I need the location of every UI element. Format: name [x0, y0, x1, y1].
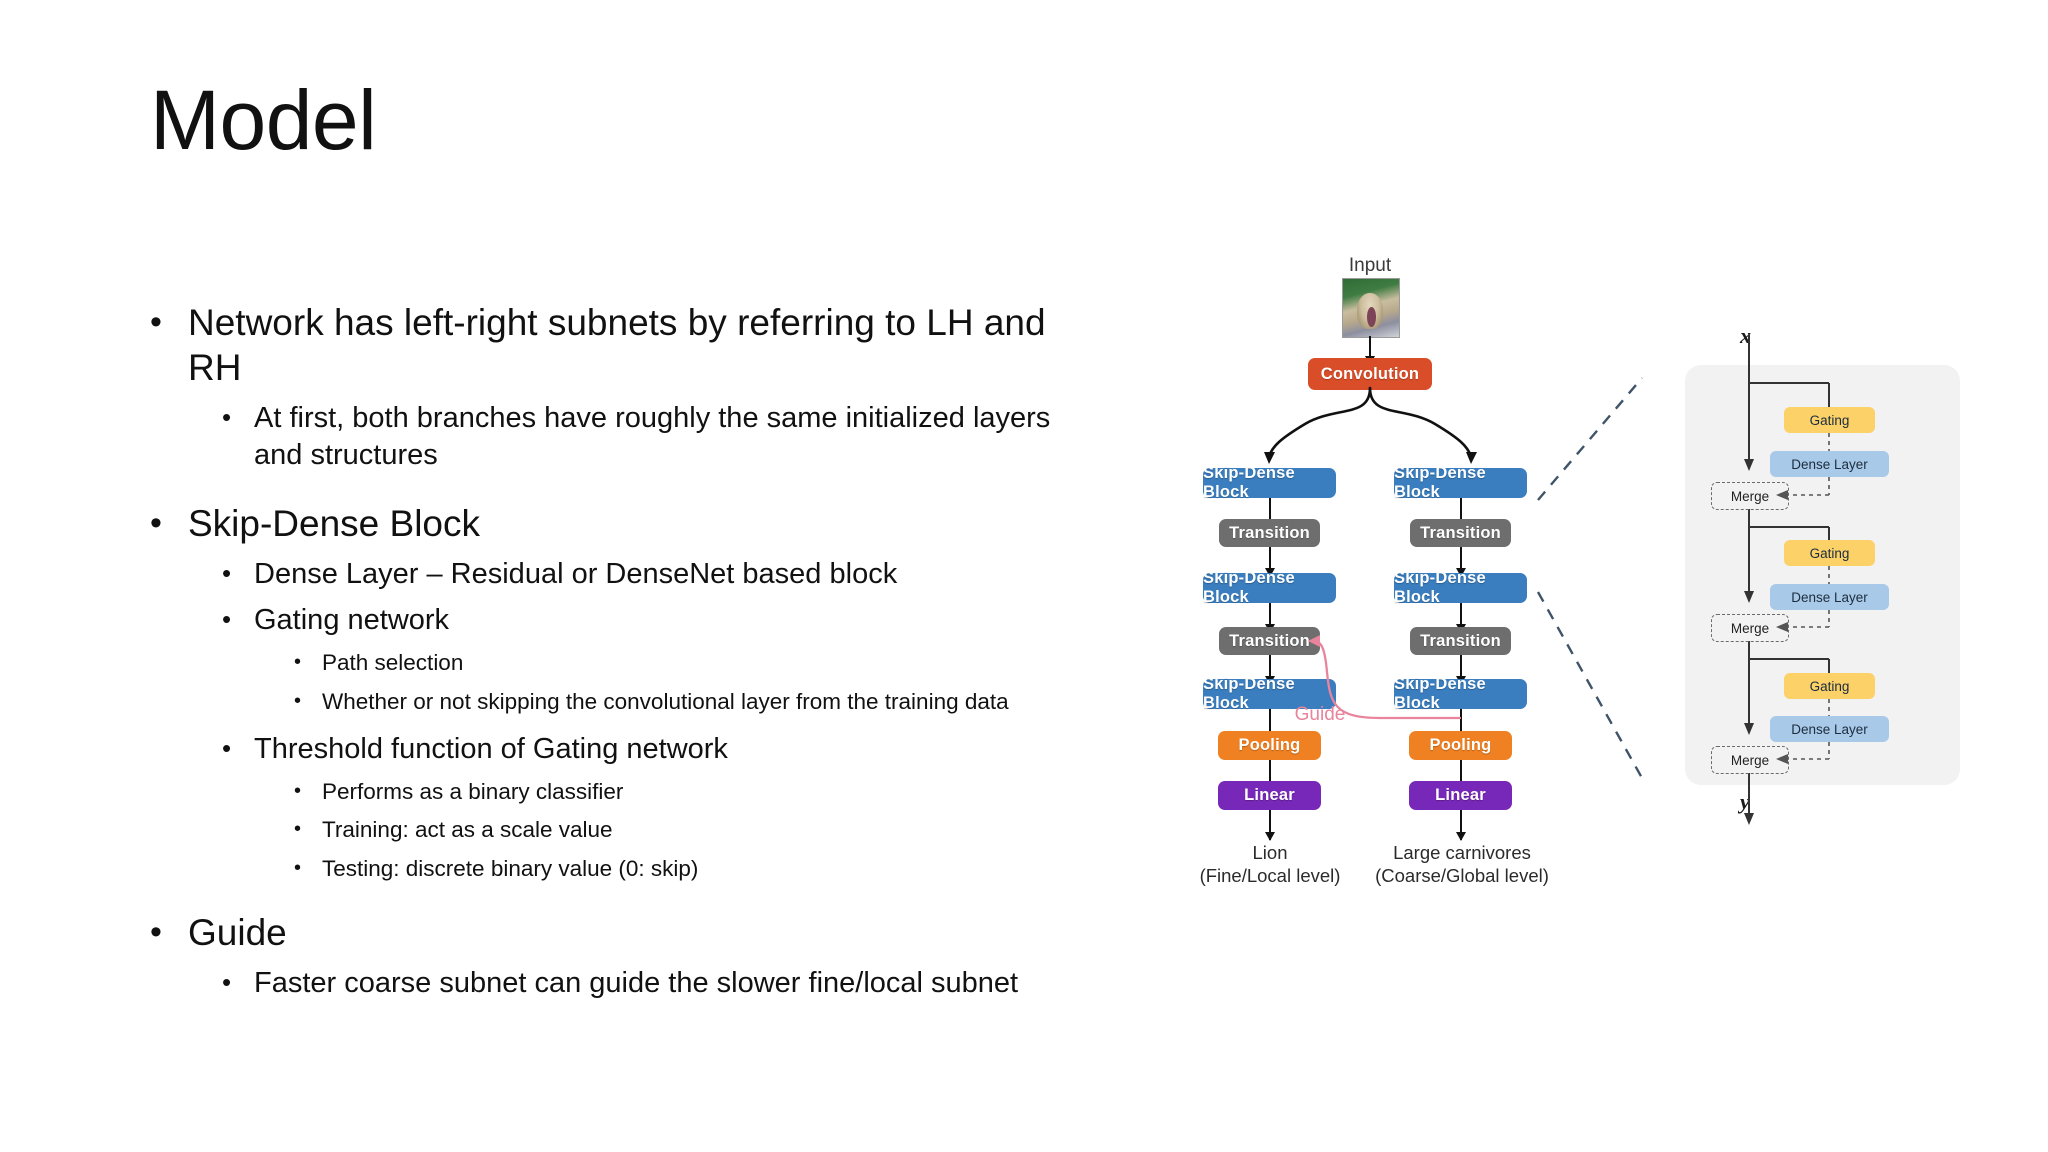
inset-input-variable: x [1740, 323, 1751, 348]
inset-merge-1: Merge [1711, 482, 1789, 510]
skip-dense-block-detail-inset: x y Gating D [1685, 323, 1960, 825]
page-title: Model [150, 73, 377, 167]
list-item: • Path selection [150, 648, 1080, 677]
list-item: • Performs as a binary classifier [150, 777, 1080, 806]
list-item: • Gating network [150, 602, 1080, 638]
input-label: Input [1348, 255, 1392, 276]
node-right-pooling: Pooling [1409, 731, 1512, 760]
node-left-pooling: Pooling [1218, 731, 1321, 760]
node-right-skip-dense-block-3: Skip-Dense Block [1394, 675, 1527, 712]
list-item: • Threshold function of Gating network [150, 731, 1080, 767]
list-item-label: Faster coarse subnet can guide the slowe… [254, 967, 1019, 999]
list-item: • Guide [150, 910, 1080, 955]
bullet-marker-icon: • [294, 818, 302, 841]
node-convolution: Convolution [1308, 358, 1432, 390]
bullet-list: • Network has left-right subnets by refe… [150, 300, 1080, 1003]
left-output-line2: (Fine/Local level) [1199, 864, 1341, 886]
guide-label: Guide [1294, 704, 1346, 725]
list-item: • At first, both branches have roughly t… [150, 400, 1080, 473]
arrow-left-2 [1265, 547, 1275, 577]
input-image-thumbnail [1342, 278, 1400, 338]
list-item-label: Guide [188, 911, 287, 953]
list-item-label: Threshold function of Gating network [254, 732, 728, 765]
bullet-marker-icon: • [150, 303, 162, 341]
list-item: • Training: act as a scale value [150, 815, 1080, 844]
list-item-label: Path selection [322, 650, 464, 676]
left-output-label: Lion (Fine/Local level) [1180, 842, 1360, 887]
list-item-label: Dense Layer – Residual or DenseNet based… [254, 557, 898, 590]
list-item-label: Testing: discrete binary value (0: skip) [322, 855, 699, 881]
bullet-marker-icon: • [294, 689, 302, 712]
inset-dense-layer-3: Dense Layer [1770, 716, 1889, 742]
arrow-right-2 [1456, 547, 1466, 577]
inset-dense-layer-1: Dense Layer [1770, 451, 1889, 477]
bullet-marker-icon: • [294, 780, 302, 803]
bullet-marker-icon: • [222, 732, 232, 763]
callout-dashed-lines [1536, 377, 1644, 779]
inset-dense-layer-2: Dense Layer [1770, 584, 1889, 610]
list-item-label: Performs as a binary classifier [322, 779, 624, 805]
inset-connectors [1744, 335, 1830, 825]
node-left-transition-2: Transition [1219, 627, 1320, 655]
inset-gating-1: Gating [1784, 407, 1875, 433]
bullet-marker-icon: • [222, 557, 232, 588]
node-right-linear: Linear [1409, 781, 1512, 810]
bullet-marker-icon: • [222, 604, 232, 635]
inset-output-variable: y [1740, 789, 1750, 814]
bullet-marker-icon: • [222, 402, 232, 433]
bullet-marker-icon: • [150, 912, 162, 951]
list-item-label: Gating network [254, 604, 450, 637]
left-output-line1: Lion [1252, 842, 1288, 863]
bullet-marker-icon: • [294, 856, 302, 879]
node-left-skip-dense-block-2: Skip-Dense Block [1203, 569, 1336, 606]
list-item-label: Whether or not skipping the convolutiona… [322, 688, 1009, 714]
node-right-transition-1: Transition [1410, 519, 1511, 547]
bullet-marker-icon: • [150, 503, 162, 542]
list-item: • Whether or not skipping the convolutio… [150, 687, 1080, 716]
inset-merge-2: Merge [1711, 614, 1789, 642]
list-item-label: Skip-Dense Block [188, 502, 481, 544]
model-architecture-figure: Input Convolution Skip-Dense Block Trans… [1130, 255, 2040, 1140]
bullet-marker-icon: • [294, 651, 302, 674]
list-item: • Dense Layer – Residual or DenseNet bas… [150, 556, 1080, 592]
bullet-marker-icon: • [222, 967, 232, 997]
inset-gating-2: Gating [1784, 540, 1875, 566]
list-item-label: Training: act as a scale value [322, 817, 613, 843]
guide-arrow [1308, 635, 1462, 720]
node-right-skip-dense-block-2: Skip-Dense Block [1394, 569, 1527, 606]
inset-gating-3: Gating [1784, 673, 1875, 699]
right-output-line2: (Coarse/Global level) [1375, 864, 1549, 886]
inset-merge-3: Merge [1711, 746, 1789, 774]
node-left-transition-1: Transition [1219, 519, 1320, 547]
right-output-label: Large carnivores (Coarse/Global level) [1366, 842, 1558, 887]
list-item: • Skip-Dense Block [150, 501, 1080, 546]
list-item: • Faster coarse subnet can guide the slo… [150, 965, 1080, 1001]
arrow-left-7 [1265, 810, 1275, 841]
arrow-right-7 [1456, 810, 1466, 841]
node-left-skip-dense-block-1: Skip-Dense Block [1203, 464, 1336, 501]
node-left-skip-dense-block-3: Skip-Dense Block [1203, 675, 1336, 712]
list-item-label: At first, both branches have roughly the… [254, 402, 1051, 471]
list-item-label: Network has left-right subnets by referr… [188, 302, 1046, 389]
inset-panel-background [1685, 365, 1960, 785]
list-item: • Network has left-right subnets by refe… [150, 300, 1080, 390]
right-output-line1: Large carnivores [1393, 842, 1531, 863]
list-item: • Testing: discrete binary value (0: ski… [150, 854, 1080, 883]
node-left-linear: Linear [1218, 781, 1321, 810]
branch-split-connector [1264, 386, 1477, 464]
node-right-skip-dense-block-1: Skip-Dense Block [1394, 464, 1527, 501]
node-right-transition-2: Transition [1410, 627, 1511, 655]
